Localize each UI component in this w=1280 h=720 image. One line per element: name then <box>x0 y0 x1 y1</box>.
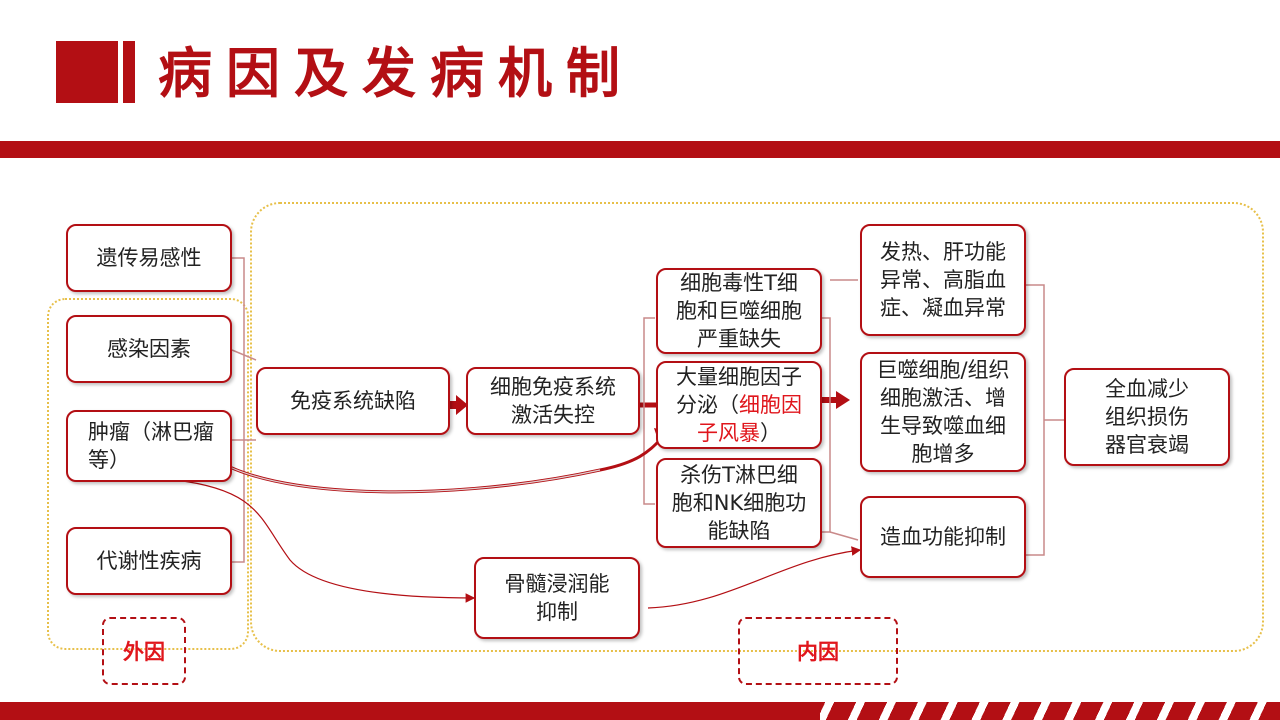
node-outcome: 全血减少组织损伤器官衰竭 <box>1064 368 1230 466</box>
title-block-decoration <box>56 41 118 103</box>
node-bone-marrow: 骨髓浸润能抑制 <box>474 557 640 639</box>
bottom-solid-band <box>0 702 820 720</box>
external-item-infection: 感染因素 <box>66 315 232 383</box>
external-item-genetic: 遗传易感性 <box>66 224 232 292</box>
link-bone-marrow-to-hematopoiesis <box>647 546 862 609</box>
link-tumor-to-cytokine-storm <box>194 436 664 494</box>
node-hematopoiesis: 造血功能抑制 <box>860 496 1026 578</box>
cytokine-text: 大量细胞因子分泌（细胞因子风暴） <box>676 365 802 445</box>
node-fever: 发热、肝功能异常、高脂血症、凝血异常 <box>860 224 1026 336</box>
node-killer-defect: 杀伤T淋巴细胞和NK细胞功能缺陷 <box>656 458 822 548</box>
node-immune-defect: 免疫系统缺陷 <box>256 367 450 435</box>
node-immune-activation: 细胞免疫系统激活失控 <box>466 367 640 435</box>
node-cytokine-secretion: 大量细胞因子分泌（细胞因子风暴） <box>656 361 822 449</box>
title-bar-decoration <box>123 41 135 103</box>
external-item-tumor: 肿瘤（淋巴瘤等） <box>66 410 232 482</box>
internal-causes-group <box>250 202 1264 652</box>
link-tumor-to-bone-marrow <box>174 479 476 603</box>
cytokine-storm-highlight: 细胞因子风暴 <box>697 393 802 445</box>
arrow-cytokines-to-effects <box>808 391 850 409</box>
external-item-metabolic: 代谢性疾病 <box>66 527 232 595</box>
external-bracket <box>232 257 245 563</box>
arrow-immune-defect-to-activation <box>444 395 468 415</box>
top-divider-band <box>0 141 1280 158</box>
node-macrophage: 巨噬细胞/组织细胞激活、增生导致噬血细胞增多 <box>860 352 1026 472</box>
internal-causes-label: 内因 <box>738 617 898 685</box>
external-causes-label: 外因 <box>102 617 186 685</box>
page-title: 病因及发病机制 <box>158 41 634 105</box>
node-cytotoxic-loss: 细胞毒性T细胞和巨噬细胞严重缺失 <box>656 268 822 354</box>
